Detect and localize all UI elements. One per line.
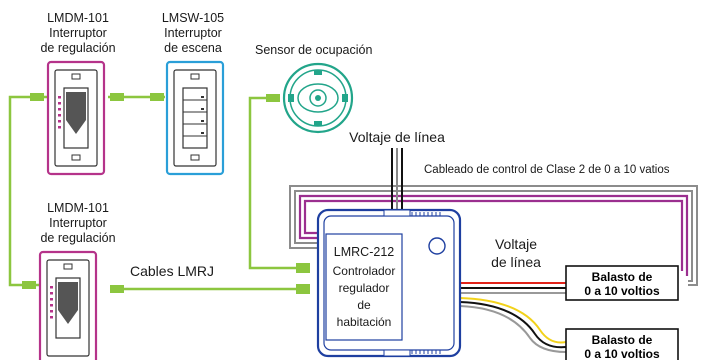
line-voltage-right-1: Voltaje bbox=[495, 236, 537, 252]
class2-wiring-loop bbox=[289, 185, 698, 286]
dimmer-bottom-line1: Interruptor bbox=[49, 216, 107, 230]
ballast-output-wires bbox=[459, 282, 567, 353]
vent-slots-bottom bbox=[411, 350, 441, 354]
ballast-1-line1: Balasto de bbox=[592, 270, 653, 284]
dimmer-top-line1: Interruptor bbox=[49, 26, 107, 40]
line-voltage-feed-top bbox=[391, 148, 403, 212]
ballast-2-line1: Balasto de bbox=[592, 333, 653, 347]
line-voltage-top-label: Voltaje de línea bbox=[349, 129, 445, 145]
ballast-1-line2: 0 a 10 voltios bbox=[584, 284, 660, 298]
ballast-1 bbox=[565, 265, 679, 301]
controller-line-2: Controlador bbox=[333, 264, 396, 278]
dimmer-bottom-model: LMDM-101 bbox=[47, 201, 109, 215]
scene-switch-model: LMSW-105 bbox=[162, 11, 224, 25]
labels: LMDM-101 Interruptor de regulación LMSW-… bbox=[40, 11, 669, 360]
occupancy-sensor-label: Sensor de ocupación bbox=[255, 43, 372, 57]
room-controller bbox=[316, 208, 462, 358]
class2-wiring-label: Cableado de control de Clase 2 de 0 a 10… bbox=[424, 164, 670, 176]
scene-switch bbox=[165, 60, 225, 176]
controller-line-4: de bbox=[357, 298, 371, 312]
dimmer-bottom bbox=[38, 250, 98, 360]
dimmer-bottom-line2: de regulación bbox=[40, 231, 115, 245]
ballast-2 bbox=[565, 328, 679, 360]
controller-line-3: regulador bbox=[339, 281, 390, 295]
line-voltage-right-2: de línea bbox=[491, 254, 541, 270]
occupancy-sensor bbox=[282, 62, 354, 134]
controller-line-1: LMRC-212 bbox=[334, 245, 394, 259]
vent-slots-top bbox=[411, 212, 441, 216]
scene-switch-line2: de escena bbox=[164, 41, 222, 55]
controller-line-5: habitación bbox=[337, 315, 392, 329]
lmrj-connectors bbox=[22, 93, 310, 294]
ballast-2-line2: 0 a 10 voltios bbox=[584, 347, 660, 360]
lmrj-cables-label: Cables LMRJ bbox=[130, 263, 214, 279]
dimmer-top bbox=[46, 60, 106, 176]
dimmer-top-model: LMDM-101 bbox=[47, 11, 109, 25]
scene-switch-line1: Interruptor bbox=[164, 26, 222, 40]
dimmer-top-line2: de regulación bbox=[40, 41, 115, 55]
